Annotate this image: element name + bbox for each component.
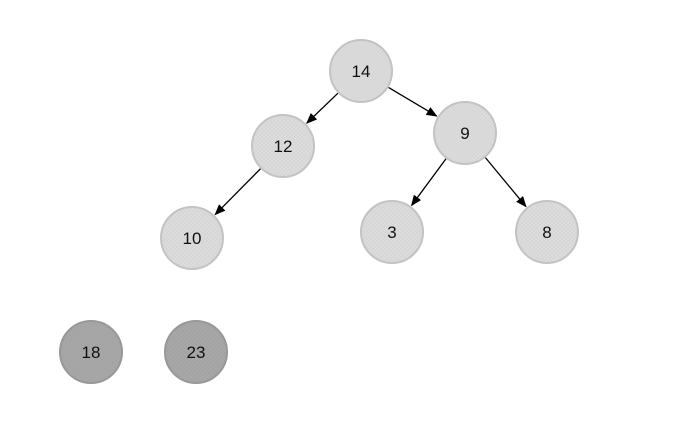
node-label: 12	[274, 137, 293, 156]
tree-node-8[interactable]: 8	[515, 200, 579, 264]
node-label: 8	[542, 223, 551, 242]
node-label: 3	[387, 223, 396, 242]
tree-node-10[interactable]: 10	[160, 206, 224, 270]
tree-node-3[interactable]: 3	[360, 200, 424, 264]
tree-node-9[interactable]: 9	[433, 101, 497, 165]
node-circle[interactable]	[329, 39, 393, 103]
nodes-layer: 14 12 9 10 3 8 18 23	[59, 39, 579, 384]
edge-14-to-12	[306, 92, 339, 124]
node-circle[interactable]	[59, 320, 123, 384]
edge-12-to-10	[214, 168, 261, 216]
edge-14-to-9	[388, 86, 438, 117]
node-label: 10	[183, 229, 202, 248]
node-circle[interactable]	[160, 206, 224, 270]
node-circle[interactable]	[251, 114, 315, 178]
node-circle[interactable]	[515, 200, 579, 264]
node-circle[interactable]	[433, 101, 497, 165]
node-circle[interactable]	[360, 200, 424, 264]
node-label: 23	[187, 343, 206, 362]
node-label: 9	[460, 124, 469, 143]
edge-9-to-3	[410, 158, 447, 207]
edge-9-to-8	[484, 157, 527, 208]
tree-node-12[interactable]: 12	[251, 114, 315, 178]
tree-node-18[interactable]: 18	[59, 320, 123, 384]
tree-node-14[interactable]: 14	[329, 39, 393, 103]
node-label: 18	[82, 343, 101, 362]
node-label: 14	[352, 62, 371, 81]
edges-layer	[214, 86, 527, 216]
tree-node-23[interactable]: 23	[164, 320, 228, 384]
node-circle[interactable]	[164, 320, 228, 384]
